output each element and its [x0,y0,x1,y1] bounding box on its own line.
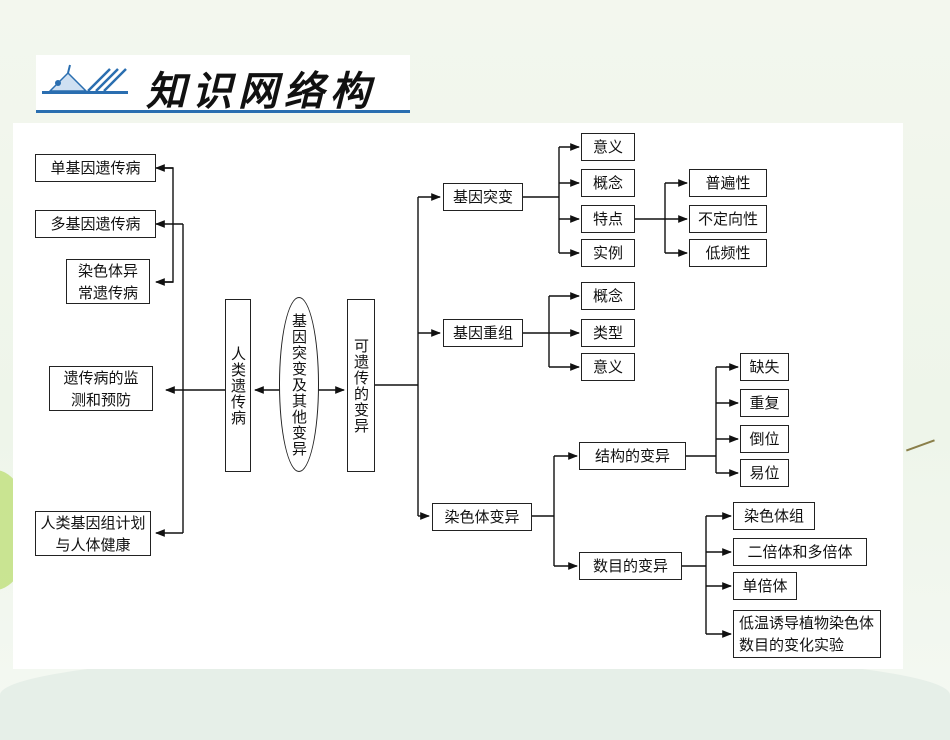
node-multi-gene-disease: 多基因遗传病 [35,210,156,238]
node-gene-mutation-examples: 实例 [581,239,635,267]
node-haploid: 单倍体 [733,572,797,600]
node-gene-mutation-concept: 概念 [581,169,635,197]
node-gene-recombination: 基因重组 [443,319,523,347]
node-feature-nondirectional: 不定向性 [689,205,767,233]
node-gene-mutation: 基因突变 [443,183,523,211]
node-gene-mutation-significance: 意义 [581,133,635,161]
node-recombination-significance: 意义 [581,353,635,381]
node-heritable-variation: 可遗传的变异 [347,299,375,472]
node-gene-mutation-and-other-variation: 基因突变及其他变异 [279,297,319,472]
node-diploid-polyploid: 二倍体和多倍体 [733,538,867,566]
node-human-genome-project: 人类基因组计划与人体健康 [35,511,151,556]
node-human-genetic-disease: 人类遗传病 [225,299,251,472]
node-recombination-concept: 概念 [581,282,635,310]
node-feature-universality: 普遍性 [689,169,767,197]
section-header: 知识网络构建 [36,55,410,173]
node-structural-variation: 结构的变异 [579,442,686,470]
node-translocation: 易位 [740,459,789,487]
connector-lines [155,143,739,638]
node-single-gene-disease: 单基因遗传病 [35,154,156,182]
node-deletion: 缺失 [740,353,789,381]
node-chromosome-set: 染色体组 [733,502,815,530]
node-duplication: 重复 [740,389,789,417]
background-sprig [899,420,935,452]
node-feature-low-frequency: 低频性 [689,239,767,267]
node-gene-mutation-features: 特点 [581,205,635,233]
node-inversion: 倒位 [740,425,789,453]
node-disease-monitoring: 遗传病的监测和预防 [49,366,153,411]
node-chromosome-abnormal-disease: 染色体异常遗传病 [66,259,150,304]
node-chromosome-variation: 染色体变异 [432,503,532,531]
concept-map: 单基因遗传病 多基因遗传病 染色体异常遗传病 遗传病的监测和预防 人类基因组计划… [13,123,903,669]
node-recombination-types: 类型 [581,319,635,347]
node-low-temperature-experiment: 低温诱导植物染色体数目的变化实验 [733,610,881,658]
node-numerical-variation: 数目的变异 [579,552,682,580]
bracket-single-multi [163,167,174,283]
book-pen-icon [42,64,128,94]
